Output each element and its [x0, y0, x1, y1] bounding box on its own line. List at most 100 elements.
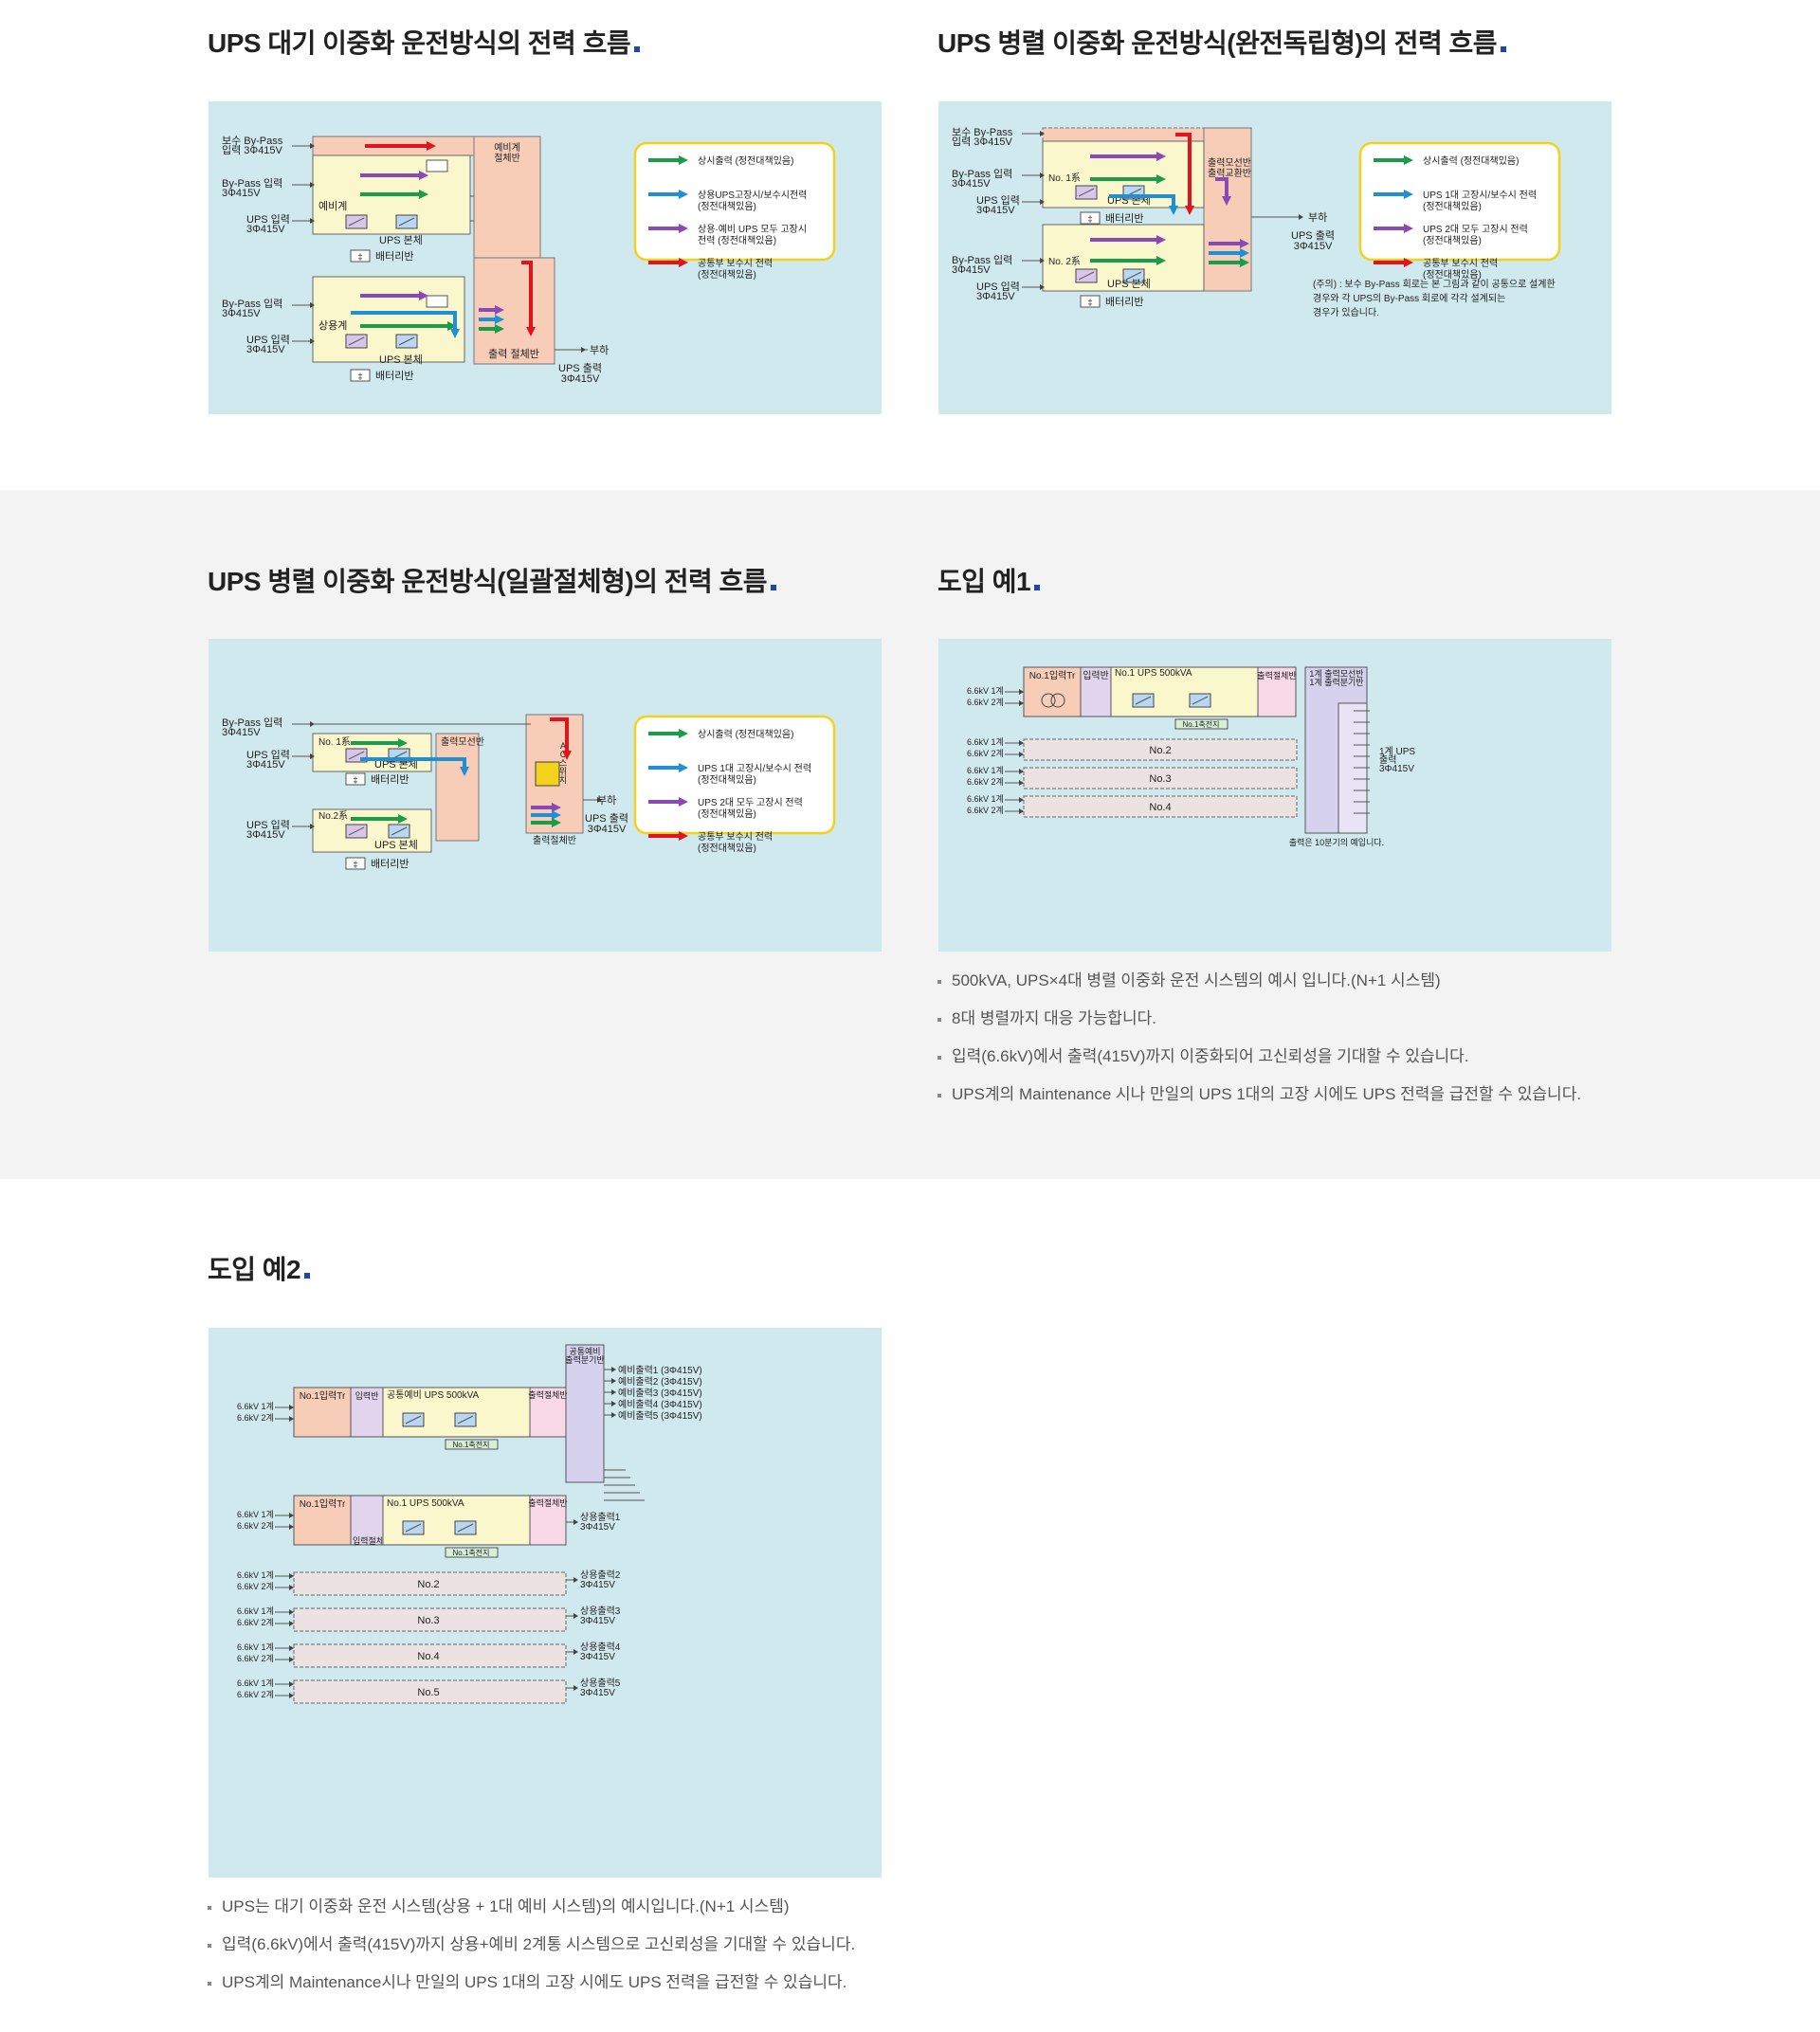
example-1-notes: 500kVA, UPS×4대 병렬 이중화 운전 시스템의 예시 입니다.(N+… — [937, 962, 1581, 1114]
flow-red-head — [1185, 206, 1194, 215]
title-dot — [634, 46, 641, 52]
transformer-icon — [1041, 693, 1056, 708]
input-switch-label: 입력절체반 — [353, 1535, 391, 1546]
legend-arrow-green-head — [679, 155, 688, 165]
feed-label: 6.6kV 1계 — [237, 1642, 274, 1652]
battery-icon — [1080, 211, 1101, 225]
ups-body-label: UPS 본체 — [374, 839, 418, 851]
feed-arrow-head — [289, 1513, 294, 1518]
commercial-ups-box — [312, 276, 465, 363]
legend-label: 상시출력 (정전대책있음) — [1423, 155, 1519, 167]
flow-purple-head — [1156, 152, 1166, 161]
ups-out-label: 3Φ415V — [588, 824, 627, 835]
battery-label: No.1축전지 — [453, 1548, 490, 1557]
legend-label: 전력 (정전대책있음) — [698, 235, 776, 246]
output-bus-label: 1계 출력모선반 — [1309, 668, 1363, 679]
battery-symbol: ‡ — [357, 372, 362, 381]
legend-label: (정전대책있음) — [698, 269, 756, 281]
output-note: 출력은 10분기의 예입니다. — [1289, 837, 1384, 847]
input-transformer-box — [293, 1495, 352, 1546]
flow-blue-head — [495, 315, 504, 324]
feed-arrow-head — [1019, 797, 1024, 803]
flow-purple-head — [495, 305, 504, 315]
unit-box-No.3 — [1023, 767, 1298, 789]
feed-arrow-head — [1019, 769, 1024, 774]
standby-switch-label: 절체반 — [494, 152, 520, 164]
transformer-icon — [1050, 693, 1065, 708]
feed-arrow-head — [1019, 700, 1024, 706]
no1-label: No. 1系 — [1048, 172, 1081, 184]
feed-arrow-head — [289, 1405, 294, 1410]
ups-in-label: 3Φ415V — [976, 291, 1015, 302]
ac-switch-label: C — [560, 750, 567, 759]
output-label: 3Φ415V — [1379, 764, 1414, 774]
flow-purple-head — [419, 171, 428, 180]
legend-arrow-green-head — [1404, 155, 1413, 165]
feed-label: 6.6kV 1계 — [967, 685, 1004, 696]
bypass-in-label: By-Pass 입력 — [222, 717, 282, 729]
ac-switch-label: 치 — [559, 774, 567, 785]
flow-green-head — [552, 818, 561, 827]
input-arrow-head — [1040, 131, 1045, 136]
flow-red — [521, 261, 533, 329]
flow-green-head — [495, 324, 504, 334]
flow-green-head — [1156, 256, 1166, 265]
feed-label: 6.6kV 2계 — [967, 748, 1004, 758]
output-label: 1계 UPS — [1379, 746, 1415, 757]
inverter-icon-slash — [391, 826, 408, 836]
input-arrow-head — [310, 302, 315, 308]
legend-label: (정전대책있음) — [1423, 235, 1482, 246]
feed-label: 6.6kV 1계 — [967, 793, 1004, 804]
input-transformer-box — [1023, 666, 1082, 717]
commercial-output-label: 상용출력2 — [580, 1569, 621, 1581]
flow-blue — [360, 757, 466, 769]
feed-arrow-head — [289, 1609, 294, 1615]
flow-red — [1175, 133, 1192, 208]
flow-green-head — [398, 814, 408, 824]
legend-label: UPS 1대 고장시/보수시 전력 — [1423, 190, 1537, 201]
feed-label: 6.6kV 2계 — [967, 805, 1004, 815]
flow-red-head — [562, 751, 572, 760]
list-item: 8대 병렬까지 대응 가능합니다. — [937, 1000, 1581, 1038]
note-label: (주의) : 보수 By-Pass 회로는 본 그림과 같이 공통으로 설계한 — [1313, 279, 1556, 290]
output-bus-label: 출력모선반 — [441, 736, 484, 748]
feed-arrow-head — [289, 1524, 294, 1530]
unit-label: No.4 — [1149, 802, 1171, 813]
spare-arrow-head — [611, 1378, 616, 1384]
feed-arrow-head — [289, 1693, 294, 1698]
feed-label: 6.6kV 1계 — [237, 1401, 274, 1411]
ups-body-label: UPS 본체 — [1107, 278, 1151, 290]
ups-in-label: 3Φ415V — [246, 344, 285, 355]
feed-arrow-head — [1019, 740, 1024, 746]
input-panel-box — [350, 1387, 384, 1438]
ups-in-label: UPS 입력 — [246, 334, 290, 346]
battery-symbol: ‡ — [353, 860, 357, 869]
legend-arrow-blue-head — [1404, 190, 1413, 199]
input-arrow-head — [1040, 258, 1045, 263]
load-arrow-head — [597, 797, 602, 803]
rectifier-icon-slash — [405, 1415, 422, 1424]
title-dot — [304, 1273, 311, 1279]
legend-label: 상용UPS고장시/보수시전력 — [698, 190, 807, 201]
commercial-output-label: 상용출력1 — [580, 1512, 621, 1523]
commercial-output-label: 3Φ415V — [580, 1688, 615, 1698]
flow-purple-head — [419, 291, 428, 300]
flow-blue — [1109, 194, 1175, 208]
input-arrow-head — [1040, 172, 1045, 178]
input-panel-label: 입력반 — [1083, 669, 1109, 681]
commercial-arrow-head — [573, 1519, 578, 1525]
input-arrow-head — [310, 721, 315, 727]
flow-purple-head — [1222, 196, 1231, 206]
common-bus-label: 출력분기반 — [565, 1354, 604, 1365]
inverter-icon-slash — [457, 1523, 474, 1533]
ac-switch-label: A — [560, 741, 566, 751]
commercial-arrow-head — [573, 1613, 578, 1619]
rectifier-icon-slash — [348, 217, 365, 227]
note-label: 경우와 각 UPS의 By-Pass 회로에 각각 설계되는 — [1313, 292, 1505, 304]
feed-arrow-head — [1019, 689, 1024, 695]
legend-arrow-purple-head — [679, 224, 688, 233]
battery-icon — [350, 369, 371, 382]
legend-box — [633, 715, 836, 835]
ups1-label: No.1 UPS 500kVA — [387, 1498, 464, 1509]
legend-arrow-blue-head — [679, 190, 688, 199]
